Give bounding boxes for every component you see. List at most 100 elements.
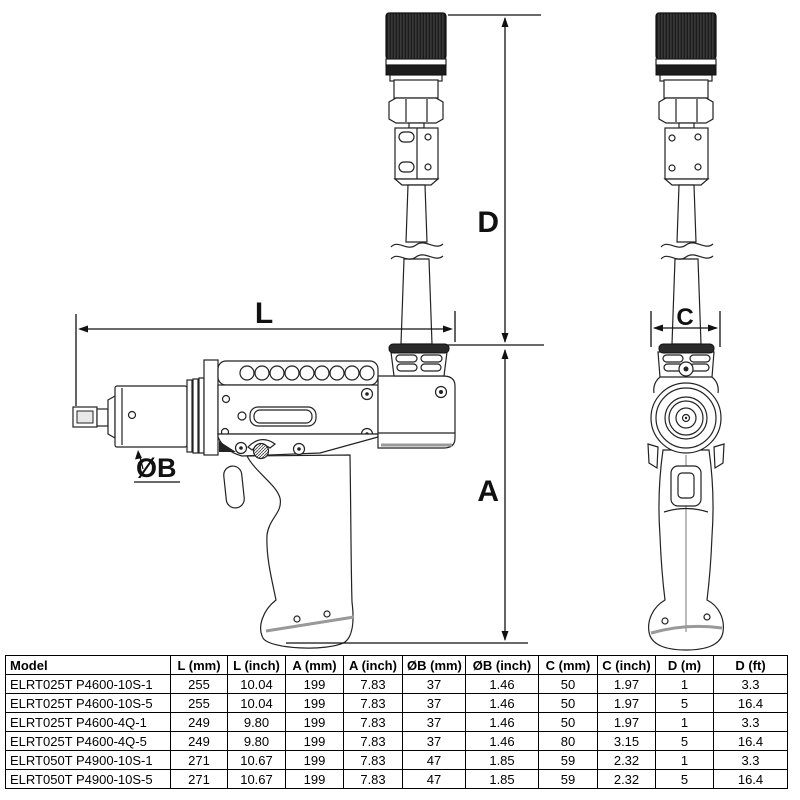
value-cell: 3.3 (713, 674, 788, 694)
value-cell: 47 (402, 750, 466, 770)
value-cell: 199 (285, 693, 344, 713)
value-cell: 1.85 (465, 769, 539, 789)
value-cell: 59 (538, 769, 598, 789)
value-cell: 1.46 (465, 731, 539, 751)
column-header: C (inch) (597, 655, 656, 675)
right-connector-cap (655, 12, 717, 60)
left-cable (390, 184, 444, 345)
model-cell: ELRT025T P4600-4Q-1 (5, 712, 171, 732)
value-cell: 50 (538, 693, 598, 713)
value-cell: 7.83 (343, 769, 403, 789)
model-cell: ELRT025T P4600-10S-1 (5, 674, 171, 694)
value-cell: 1.97 (597, 712, 656, 732)
front-bearing-rings (650, 382, 722, 454)
value-cell: 1 (655, 750, 714, 770)
value-cell: 16.4 (713, 731, 788, 751)
value-cell: 1 (655, 712, 714, 732)
technical-drawing: L D A C ØB (72, 12, 725, 651)
value-cell: 249 (170, 712, 228, 732)
value-cell: 1.97 (597, 693, 656, 713)
value-cell: 80 (538, 731, 598, 751)
value-cell: 10.67 (227, 750, 286, 770)
value-cell: 2.32 (597, 750, 656, 770)
dimension-A: A (286, 349, 528, 644)
value-cell: 1.85 (465, 750, 539, 770)
value-cell: 7.83 (343, 731, 403, 751)
value-cell: 59 (538, 750, 598, 770)
left-connector-cap (385, 12, 447, 60)
value-cell: 5 (655, 731, 714, 751)
value-cell: 2.32 (597, 769, 656, 789)
column-header: ØB (inch) (465, 655, 539, 675)
dimension-L: L (75, 297, 456, 406)
right-tool-front-view (647, 343, 725, 651)
value-cell: 37 (402, 731, 466, 751)
value-cell: 1.46 (465, 712, 539, 732)
dim-label-C: C (676, 304, 693, 331)
dimension-OB: ØB (134, 450, 180, 483)
column-header: L (inch) (227, 655, 286, 675)
value-cell: 37 (402, 712, 466, 732)
model-cell: ELRT025T P4600-10S-5 (5, 693, 171, 713)
direction-selector-knob (252, 442, 270, 460)
left-grip (246, 454, 354, 649)
model-cell: ELRT050T P4900-10S-1 (5, 750, 171, 770)
value-cell: 3.3 (713, 750, 788, 770)
value-cell: 16.4 (713, 693, 788, 713)
trigger (223, 465, 245, 509)
value-cell: 3.15 (597, 731, 656, 751)
value-cell: 255 (170, 674, 228, 694)
model-cell: ELRT025T P4600-4Q-5 (5, 731, 171, 751)
column-header: ØB (mm) (402, 655, 466, 675)
column-header: L (mm) (170, 655, 228, 675)
column-header: A (mm) (285, 655, 344, 675)
value-cell: 7.83 (343, 712, 403, 732)
value-cell: 199 (285, 750, 344, 770)
value-cell: 1 (655, 674, 714, 694)
value-cell: 10.04 (227, 693, 286, 713)
left-connector (385, 12, 447, 186)
value-cell: 3.3 (713, 712, 788, 732)
value-cell: 37 (402, 674, 466, 694)
value-cell: 7.83 (343, 693, 403, 713)
value-cell: 255 (170, 693, 228, 713)
column-header: D (ft) (713, 655, 788, 675)
value-cell: 1.46 (465, 693, 539, 713)
value-cell: 271 (170, 769, 228, 789)
value-cell: 271 (170, 750, 228, 770)
dimension-D: D (447, 14, 544, 346)
dim-label-A: A (477, 475, 499, 508)
column-header: Model (5, 655, 171, 675)
value-cell: 199 (285, 769, 344, 789)
value-cell: 199 (285, 712, 344, 732)
value-cell: 50 (538, 674, 598, 694)
model-cell: ELRT050T P4900-10S-5 (5, 769, 171, 789)
value-cell: 199 (285, 674, 344, 694)
dim-label-OB: ØB (136, 453, 177, 483)
value-cell: 10.67 (227, 769, 286, 789)
value-cell: 1.97 (597, 674, 656, 694)
value-cell: 9.80 (227, 712, 286, 732)
value-cell: 7.83 (343, 750, 403, 770)
right-cable (660, 184, 714, 345)
front-housing (114, 385, 188, 448)
value-cell: 50 (538, 712, 598, 732)
value-cell: 37 (402, 693, 466, 713)
value-cell: 9.80 (227, 731, 286, 751)
value-cell: 1.46 (465, 674, 539, 694)
value-cell: 10.04 (227, 674, 286, 694)
right-connector (655, 12, 717, 186)
dim-label-D: D (477, 206, 499, 239)
value-cell: 5 (655, 769, 714, 789)
left-tool-side-view (72, 343, 456, 649)
